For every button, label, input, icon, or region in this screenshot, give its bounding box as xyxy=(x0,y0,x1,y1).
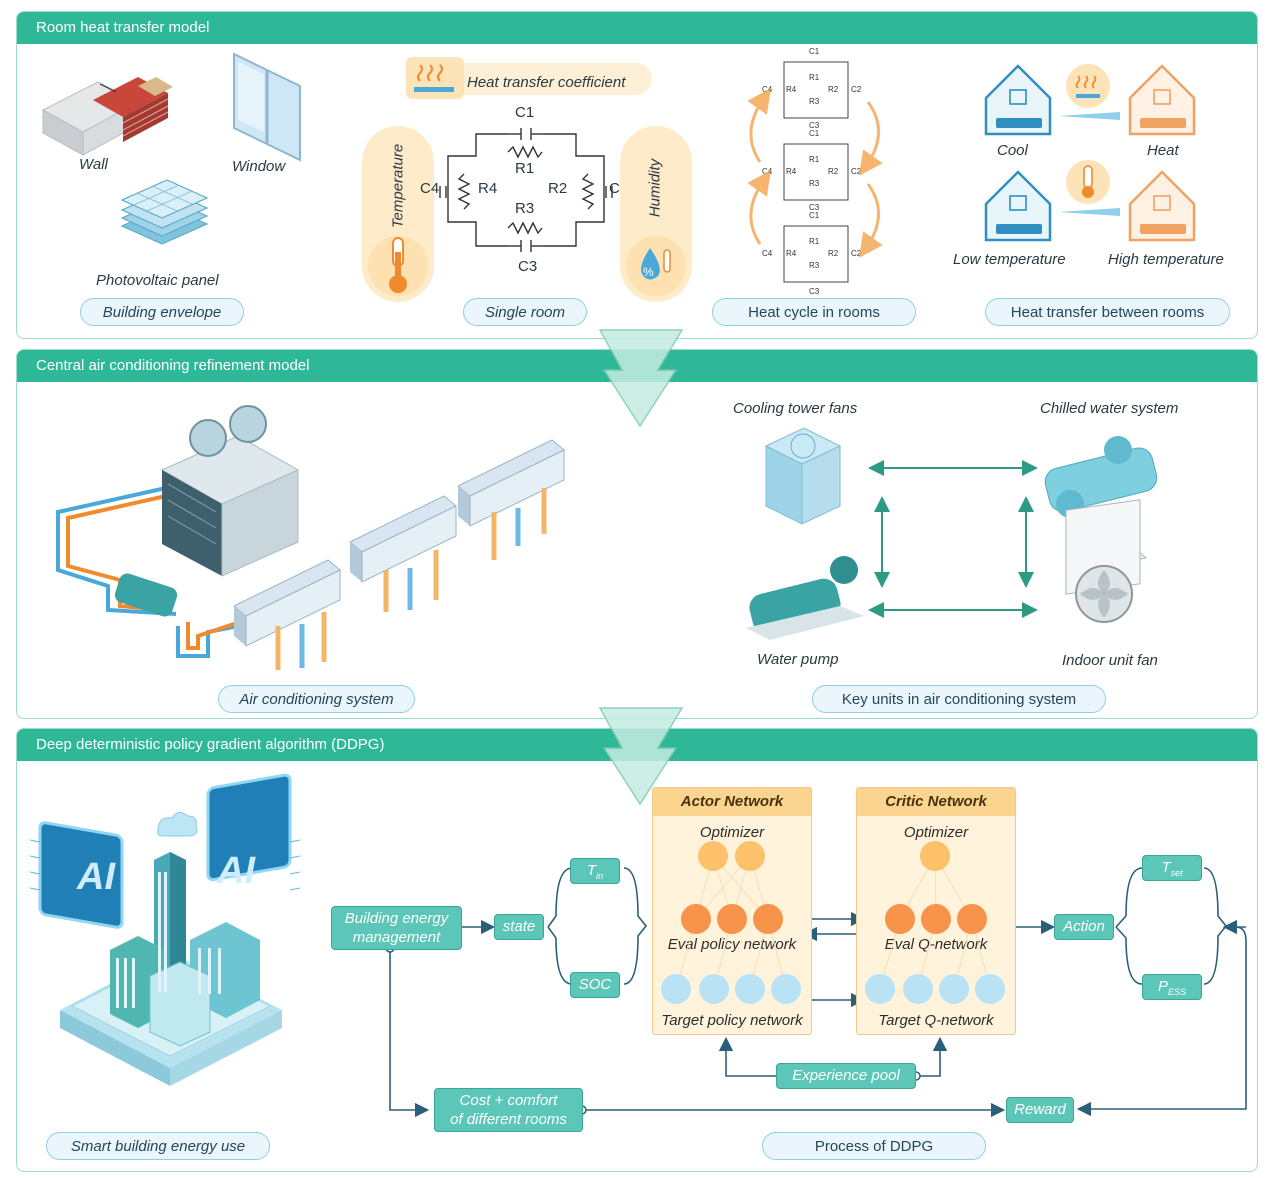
actor-title: Actor Network xyxy=(653,788,811,816)
process-ddpg-pill: Process of DDPG xyxy=(762,1132,986,1160)
eval-policy-label: Eval policy network xyxy=(667,936,797,953)
pv-label: Photovoltaic panel xyxy=(96,272,219,289)
circuit-c4: C4 xyxy=(420,180,440,197)
htc-label: Heat transfer coefficient xyxy=(467,74,626,91)
soc-box: SOC xyxy=(570,972,620,998)
circuit-r2: R2 xyxy=(548,180,568,197)
svg-text:R3: R3 xyxy=(809,97,820,106)
pv-panel-illustration xyxy=(120,179,209,245)
critic-network-nodes xyxy=(865,841,1005,1004)
ac-system-illustration xyxy=(56,405,565,670)
svg-text:R1: R1 xyxy=(809,73,820,82)
single-room-pill: Single room xyxy=(463,298,587,326)
heat-label: Heat xyxy=(1147,142,1179,159)
ac-system-pill: Air conditioning system xyxy=(218,685,415,713)
svg-text:C3: C3 xyxy=(809,121,820,130)
svg-text:R4: R4 xyxy=(786,85,797,94)
smart-building-illustration xyxy=(29,773,301,1086)
svg-text:C4: C4 xyxy=(762,249,773,258)
circuit-r1: R1 xyxy=(515,160,535,177)
temperature-capsule xyxy=(362,126,434,302)
actor-network-nodes xyxy=(661,841,801,1004)
bem-box: Building energy management xyxy=(331,906,462,950)
svg-text:R3: R3 xyxy=(809,261,820,270)
t-in-box: Tin xyxy=(570,858,620,884)
key-units-pill: Key units in air conditioning system xyxy=(812,685,1106,713)
cost-line2: of different rooms xyxy=(450,1111,567,1128)
experience-pool-box: Experience pool xyxy=(776,1063,916,1089)
p-ess-box: PESS xyxy=(1142,974,1202,1000)
ai-chip-left-text: AI xyxy=(77,856,115,898)
t-in-sub: in xyxy=(596,871,604,881)
bem-line1: Building energy xyxy=(344,910,449,927)
room-heat-title: Room heat transfer model xyxy=(17,12,1257,44)
state-box: state xyxy=(494,914,544,940)
action-box: Action xyxy=(1054,914,1114,940)
svg-text:R1: R1 xyxy=(809,155,820,164)
svg-text:C2: C2 xyxy=(851,167,862,176)
svg-text:C1: C1 xyxy=(809,129,820,138)
wall-illustration xyxy=(41,77,173,156)
svg-text:R4: R4 xyxy=(786,249,797,258)
humidity-capsule: % xyxy=(620,126,692,302)
t-set-box: Tset xyxy=(1142,855,1202,881)
circuit-c3: C3 xyxy=(518,258,538,275)
svg-text:C3: C3 xyxy=(809,203,820,212)
ai-chip-right-text: AI xyxy=(217,850,255,892)
htc-badge xyxy=(406,57,652,99)
circuit-r3: R3 xyxy=(515,200,535,217)
rc-circuit-diagram xyxy=(439,128,613,252)
flow-arrow-down-2 xyxy=(598,707,684,806)
window-label: Window xyxy=(232,158,286,175)
eval-q-label: Eval Q-network xyxy=(884,936,988,953)
p-ess-text: P xyxy=(1157,978,1168,995)
window-illustration xyxy=(233,52,301,162)
high-temp-label: High temperature xyxy=(1108,251,1224,268)
circuit-r4: R4 xyxy=(478,180,498,197)
between-rooms-pill: Heat transfer between rooms xyxy=(985,298,1230,326)
cooling-tower-label: Cooling tower fans xyxy=(733,400,858,417)
room-transfer-diagram xyxy=(984,64,1196,242)
svg-text:R4: R4 xyxy=(786,167,797,176)
low-temp-label: Low temperature xyxy=(953,251,1066,268)
critic-title: Critic Network xyxy=(857,788,1015,816)
bem-line2: management xyxy=(352,929,441,946)
actor-optimizer: Optimizer xyxy=(699,824,765,841)
svg-text:%: % xyxy=(643,265,654,279)
circuit-c1: C1 xyxy=(515,104,535,121)
reward-box: Reward xyxy=(1006,1097,1074,1123)
svg-text:R2: R2 xyxy=(828,249,839,258)
svg-text:C1: C1 xyxy=(809,211,820,220)
indoor-fan-label: Indoor unit fan xyxy=(1062,652,1158,669)
key-units-diagram xyxy=(746,427,1158,640)
target-policy-label: Target policy network xyxy=(661,1012,803,1029)
chilled-water-label: Chilled water system xyxy=(1040,400,1179,417)
wall-label: Wall xyxy=(79,156,108,173)
cost-comfort-box: Cost + comfort of different rooms xyxy=(434,1088,583,1132)
t-set-text: T xyxy=(1161,859,1171,876)
svg-text:C3: C3 xyxy=(809,287,820,296)
svg-text:C2: C2 xyxy=(851,85,862,94)
water-pump-label: Water pump xyxy=(757,651,839,668)
svg-text:R2: R2 xyxy=(828,167,839,176)
svg-text:C1: C1 xyxy=(809,47,820,56)
p-ess-sub: ESS xyxy=(1168,987,1187,997)
cool-label: Cool xyxy=(997,142,1028,159)
svg-text:C2: C2 xyxy=(851,249,862,258)
t-set-sub: set xyxy=(1170,868,1183,878)
target-q-label: Target Q-network xyxy=(878,1012,994,1029)
cost-line1: Cost + comfort xyxy=(459,1092,558,1109)
smart-building-pill: Smart building energy use xyxy=(46,1132,270,1160)
svg-text:R3: R3 xyxy=(809,179,820,188)
building-envelope-pill: Building envelope xyxy=(80,298,244,326)
heat-cycle-pill: Heat cycle in rooms xyxy=(712,298,916,326)
flow-arrow-down-1 xyxy=(598,329,684,428)
t-in-text: T xyxy=(586,862,597,879)
svg-text:R2: R2 xyxy=(828,85,839,94)
svg-text:R1: R1 xyxy=(809,237,820,246)
critic-optimizer: Optimizer xyxy=(903,824,969,841)
